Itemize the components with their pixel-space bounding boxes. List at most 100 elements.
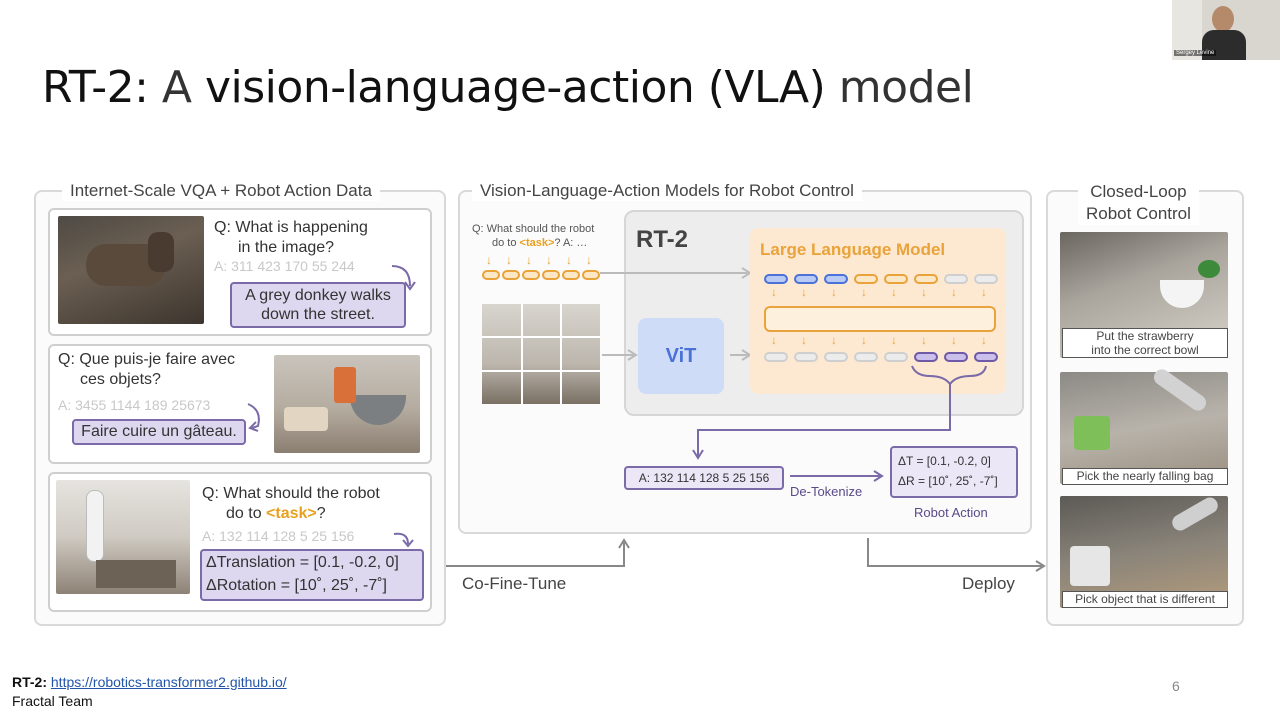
vla-prompt-end: ? A: … [554,237,588,249]
token-arrow-icon: ↓ [546,253,552,267]
token-arrow-icon: ↓ [951,285,957,299]
qa3-q-line2-text: do to [226,505,267,522]
grid-line [482,336,600,338]
token-arrow-icon: ↓ [891,333,897,347]
falling-bag-video-frame [1060,366,1228,484]
webcam-video[interactable]: Sergey Levine [1172,0,1280,60]
qa3-q-line2: do to <task>? [202,504,380,524]
footer-team: Fractal Team [12,693,93,709]
llm-token [854,352,878,362]
donkey-head-icon [148,232,174,272]
llm-token [794,352,818,362]
vla-prompt: Q: What should the robot do to <task>? A… [472,222,594,250]
footer-reference: RT-2: https://robotics-transformer2.gith… [12,674,287,690]
vit-block: ViT [638,318,724,394]
robot-action-label: Robot Action [914,505,988,520]
llm-token [974,274,998,284]
llm-transformer-bar [764,306,996,332]
bowl-shape-icon [1160,280,1204,308]
robot-arm-shape-icon [1169,494,1221,534]
input-image-grid [482,304,600,404]
deploy-label: Deploy [962,574,1015,593]
robot-scene-image [56,480,190,594]
token-arrow-icon: ↓ [771,333,777,347]
strawberry-shape-icon [1198,260,1220,278]
token-arrow-icon: ↓ [486,253,492,267]
right-panel-label: Closed-Loop Robot Control [1078,181,1199,225]
llm-token [824,274,848,284]
cofinetune-arrow [446,538,630,567]
qa3-tokens: A: 132 114 128 5 25 156 [202,528,355,544]
prompt-token [542,270,560,280]
bag-shape-icon [1074,416,1110,450]
llm-token [884,274,908,284]
token-arrow-icon: ↓ [566,253,572,267]
qa3-q-end: ? [316,505,326,522]
different-object-video-frame [1060,494,1228,608]
title-article: A [148,62,205,113]
llm-token [914,274,938,284]
qa1-q-line1: Q: What is happening [214,219,368,236]
bag-shape-icon [334,367,356,403]
robot-arm-shape-icon [86,490,104,562]
qa1-curve-arrow-icon [391,265,416,291]
prompt-token [582,270,600,280]
grid-line [521,304,523,404]
detokenize-label: De-Tokenize [790,484,863,499]
qa2-q-line2: ces objets? [80,371,161,388]
bottles-shape-icon [1070,546,1110,586]
token-arrow-icon: ↓ [921,333,927,347]
robot-action-box: ΔT = [0.1, -0.2, 0] ΔR = [10˚, 25˚, -7˚] [890,446,1018,498]
grid-line [482,370,600,372]
vla-prompt-line2: do to <task>? A: … [472,236,594,250]
qa2-tokens: A: 3455 1144 189 25673 [58,397,211,413]
bowl-shape-icon [350,395,406,425]
prompt-token [502,270,520,280]
flow-arrows [600,267,752,361]
token-arrow-icon: ↓ [831,333,837,347]
caption-strawberry-line1: Put the strawberry [1096,329,1194,343]
slide-title: RT-2: A vision-language-action (VLA) mod… [42,62,974,113]
right-panel-label-line2: Robot Control [1086,204,1191,223]
token-arrow-icon: ↓ [586,253,592,267]
qa1-answer-line1: A grey donkey walks [245,287,391,304]
qa1-question: Q: What is happening in the image? [214,218,368,258]
token-arrow-icon: ↓ [891,285,897,299]
llm-token [794,274,818,284]
action-tokens-box: A: 132 114 128 5 25 156 [624,466,784,490]
llm-token [824,352,848,362]
rt2-label: RT-2 [636,226,689,253]
qa2-question: Q: Que puis-je faire avec ces objets? [58,350,235,390]
webcam-person-icon [1212,6,1234,32]
kitchen-objects-image [274,355,420,453]
llm-token [764,352,788,362]
cofinetune-label: Co-Fine-Tune [462,574,567,593]
robot-table-shape-icon [96,560,176,588]
egg-carton-shape-icon [284,407,328,431]
qa3-task-token: <task> [266,505,317,522]
qa3-question: Q: What should the robot do to <task>? [202,484,380,524]
vla-prompt-line2-text: do to [492,237,520,249]
right-panel-label-line1: Closed-Loop [1090,182,1187,201]
vla-prompt-line1: Q: What should the robot [472,223,595,235]
llm-action-token [974,352,998,362]
llm-bottom-tokens: ↓ ↓ ↓ ↓ ↓ ↓ ↓ ↓ [762,334,998,364]
qa1-tokens: A: 311 423 170 55 244 [214,258,355,274]
qa2-curve-arrow-icon [247,403,260,432]
qa1-answer: A grey donkey walks down the street. [230,282,406,328]
token-arrow-icon: ↓ [526,253,532,267]
robot-arm-shape-icon [1150,366,1210,414]
qa1-q-line2: in the image? [238,239,335,256]
webcam-name-tag: Sergey Levine [1174,50,1217,56]
token-arrow-icon: ↓ [951,333,957,347]
donkey-image [58,216,204,324]
token-arrow-icon: ↓ [771,285,777,299]
rt2-project-link[interactable]: https://robotics-transformer2.github.io/ [50,674,287,690]
title-prefix: RT-2: [42,62,149,113]
detokenize-arrow-icon [790,470,884,482]
token-arrow-icon: ↓ [801,333,807,347]
title-bold: vision-language-action (VLA) [204,62,826,113]
qa3-answer-translation: ΔTranslation = [0.1, -0.2, 0] [206,554,399,571]
title-suffix: model [825,62,974,113]
token-arrow-icon: ↓ [861,285,867,299]
